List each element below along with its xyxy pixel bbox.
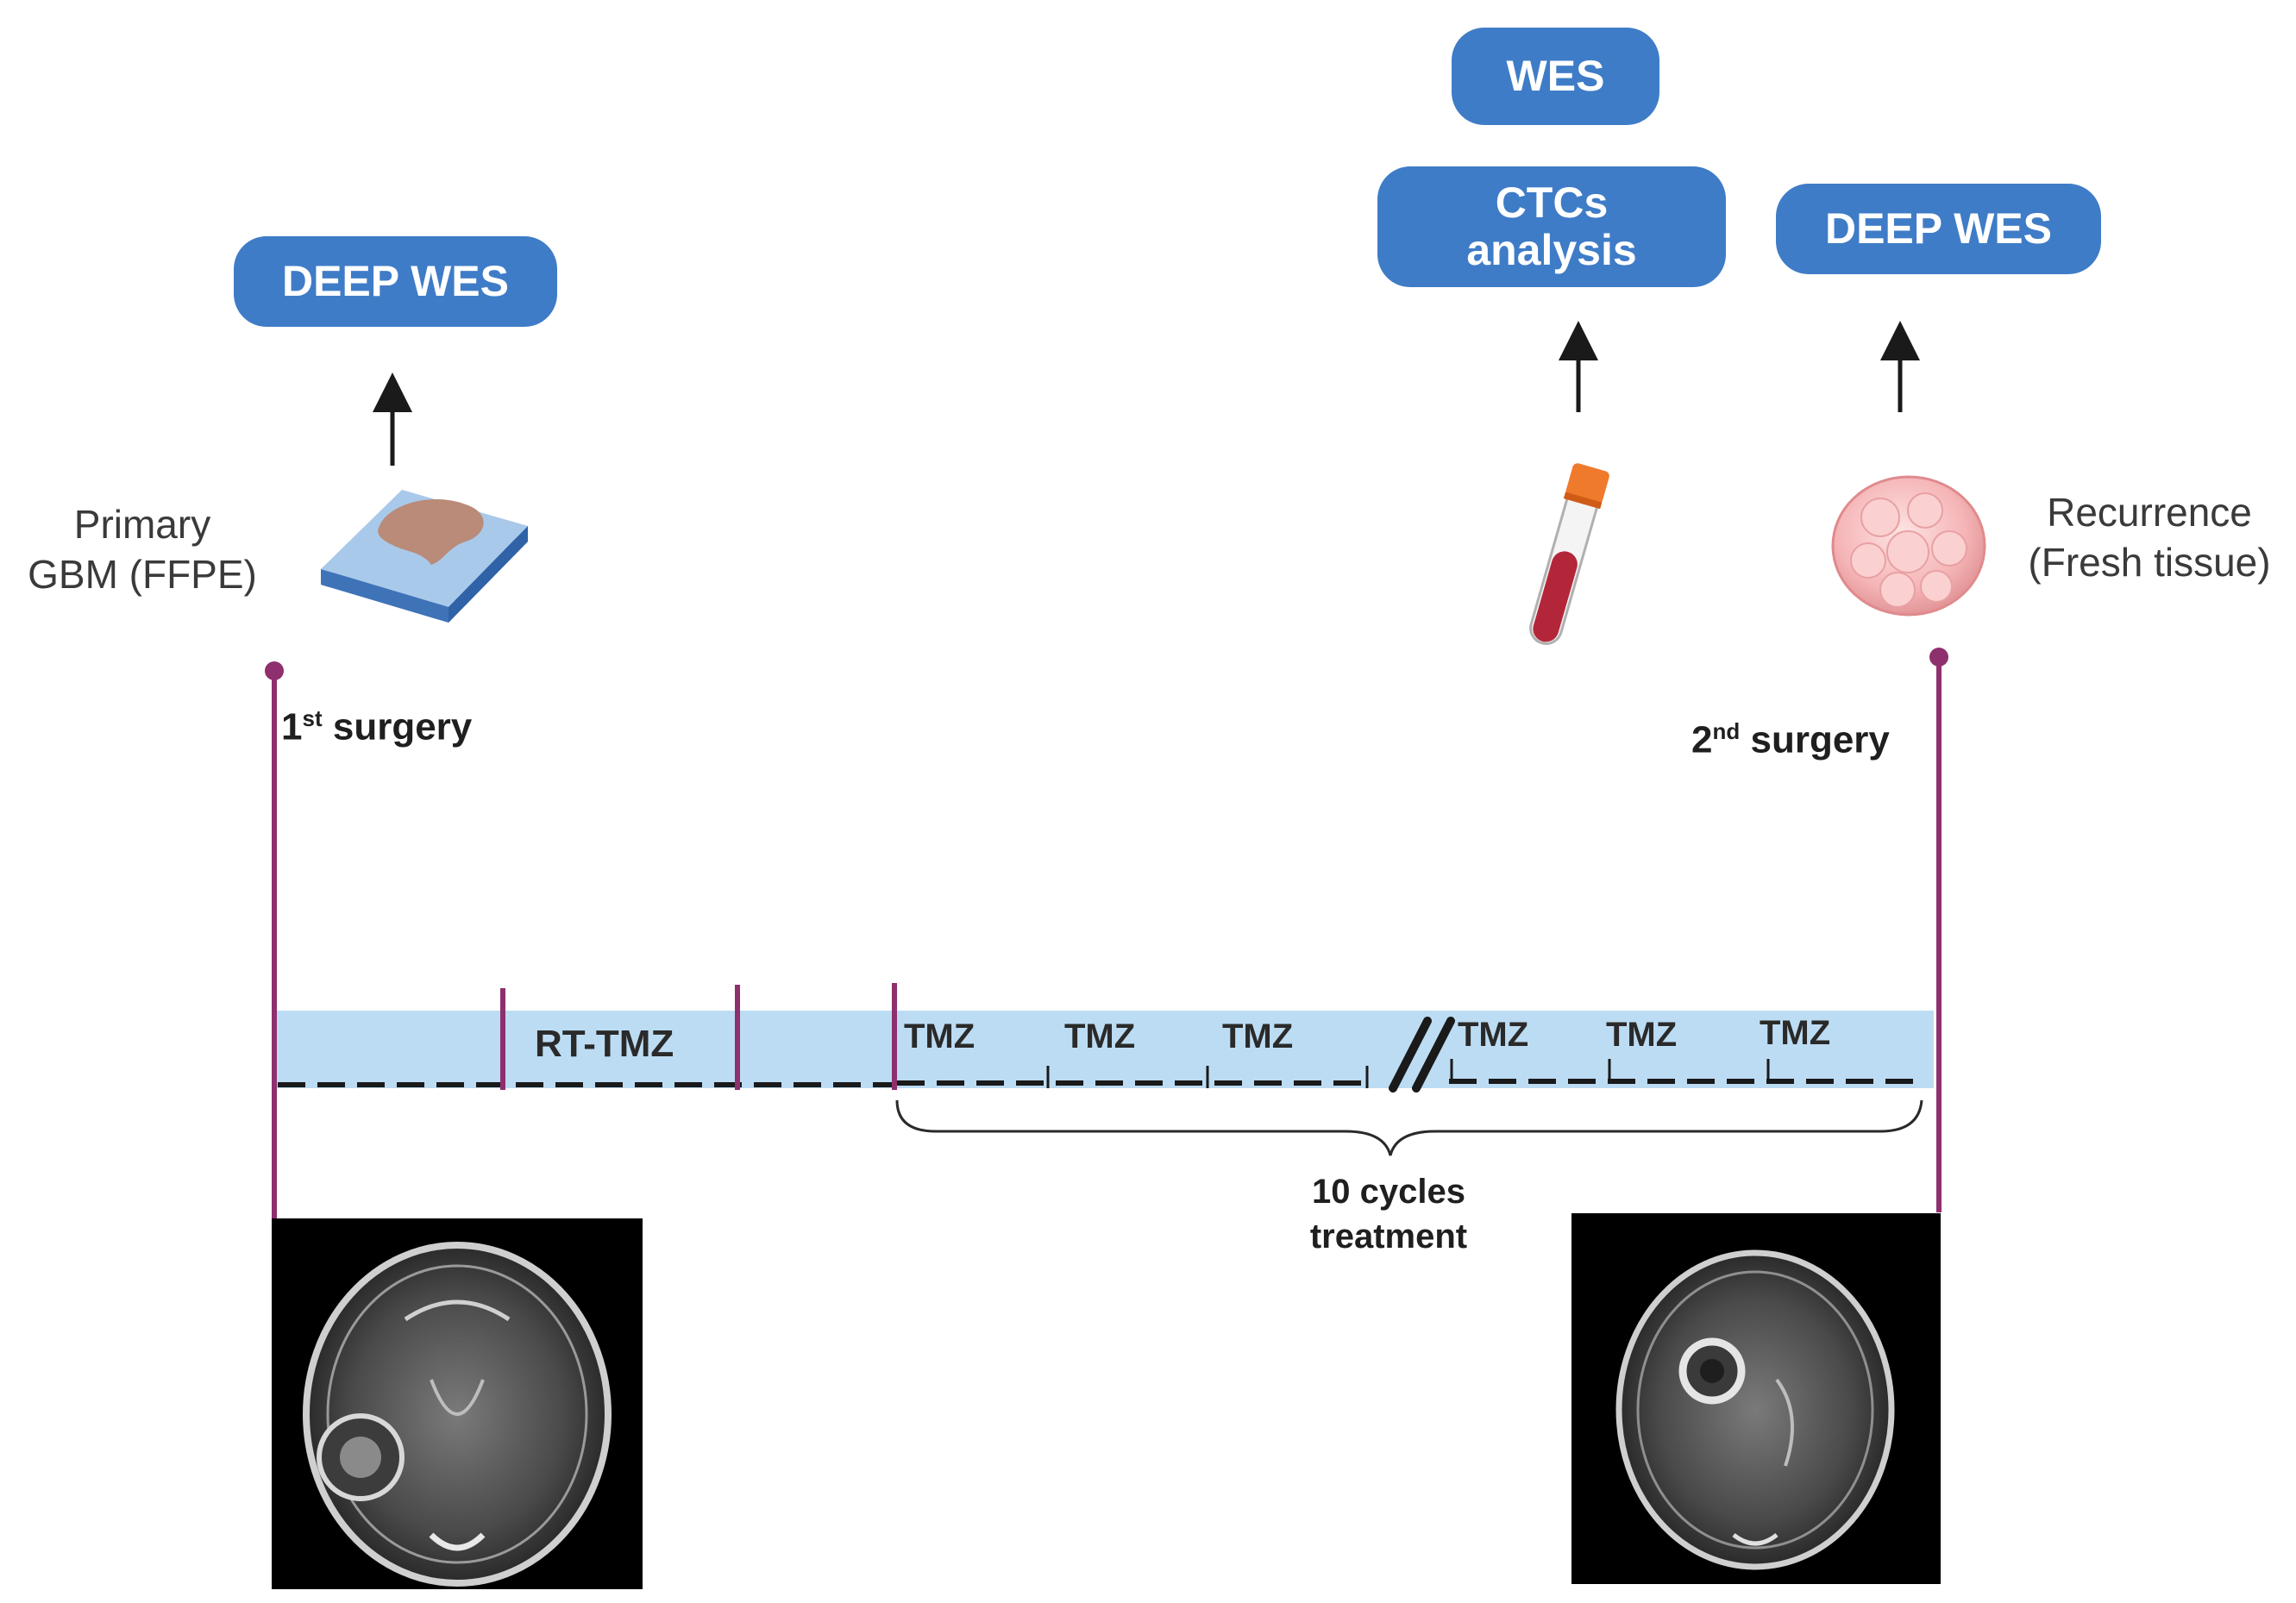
primary-sample-label: Primary GBM (FFPE) bbox=[9, 500, 276, 599]
mri-scan-primary bbox=[272, 1218, 643, 1589]
timeline-break-mark bbox=[1389, 1017, 1455, 1093]
tmz-label-2: TMZ bbox=[1064, 1018, 1136, 1055]
tmz-label-5: TMZ bbox=[1606, 1016, 1678, 1054]
fresh-tissue-icon bbox=[1831, 475, 1986, 617]
primary-deep-wes-label: DEEP WES bbox=[281, 257, 510, 305]
mri-scan-recurrence bbox=[1571, 1213, 1941, 1584]
first-surgery-label: 1st surgery bbox=[281, 705, 472, 749]
cycle-ticks bbox=[1046, 1059, 1770, 1088]
arrow-up-ctcs-icon bbox=[1559, 321, 1598, 412]
ffpe-slide-icon bbox=[321, 490, 528, 623]
cycles-treatment-label: 10 cycles treatment bbox=[1259, 1169, 1518, 1259]
first-surgery-text: surgery bbox=[332, 705, 473, 748]
cycles-brace bbox=[895, 1099, 1923, 1156]
cycles-treatment-line1: 10 cycles bbox=[1312, 1173, 1465, 1211]
second-surgery-label: 2nd surgery bbox=[1691, 718, 1890, 762]
second-surgery-marker bbox=[1929, 648, 1948, 1212]
recurrence-sample-label: Recurrence (Fresh tissue) bbox=[2003, 488, 2296, 587]
timeline-band bbox=[274, 1011, 1934, 1088]
first-surgery-num: 1 bbox=[281, 705, 303, 748]
tmz-label-4: TMZ bbox=[1458, 1016, 1529, 1054]
second-surgery-text: surgery bbox=[1750, 718, 1890, 761]
wes-label: WES bbox=[1506, 52, 1605, 100]
recurrence-sample-line1: Recurrence bbox=[2047, 490, 2252, 535]
first-surgery-sup: st bbox=[302, 705, 323, 731]
recurrence-sample-line2: (Fresh tissue) bbox=[2028, 539, 2271, 585]
tmz-label-1: TMZ bbox=[904, 1018, 975, 1055]
first-surgery-marker bbox=[265, 661, 284, 1221]
primary-sample-line2: GBM (FFPE) bbox=[28, 551, 257, 597]
phase-dividers bbox=[500, 983, 897, 1090]
recurrence-deep-wes-label: DEEP WES bbox=[1824, 204, 2053, 253]
cycles-treatment-line2: treatment bbox=[1309, 1218, 1468, 1255]
second-surgery-sup: nd bbox=[1712, 718, 1741, 744]
timeline-dashed-baseline bbox=[278, 1079, 1923, 1087]
arrow-up-primary-icon bbox=[373, 373, 412, 466]
second-surgery-num: 2 bbox=[1691, 718, 1713, 761]
recurrence-deep-wes-box: DEEP WES bbox=[1776, 184, 2101, 274]
blood-tube-icon bbox=[1529, 463, 1609, 645]
tmz-label-6: TMZ bbox=[1760, 1014, 1831, 1052]
rt-tmz-label: RT-TMZ bbox=[535, 1023, 674, 1065]
ctcs-label-line1: CTCs bbox=[1495, 178, 1609, 227]
ctcs-analysis-box: CTCs analysis bbox=[1377, 166, 1726, 287]
ctcs-label-line2: analysis bbox=[1466, 226, 1637, 274]
wes-box: WES bbox=[1452, 28, 1659, 125]
arrow-up-recurrence-icon bbox=[1880, 321, 1920, 412]
primary-sample-line1: Primary bbox=[73, 502, 211, 547]
tmz-label-3: TMZ bbox=[1222, 1018, 1294, 1055]
primary-deep-wes-box: DEEP WES bbox=[234, 236, 557, 327]
